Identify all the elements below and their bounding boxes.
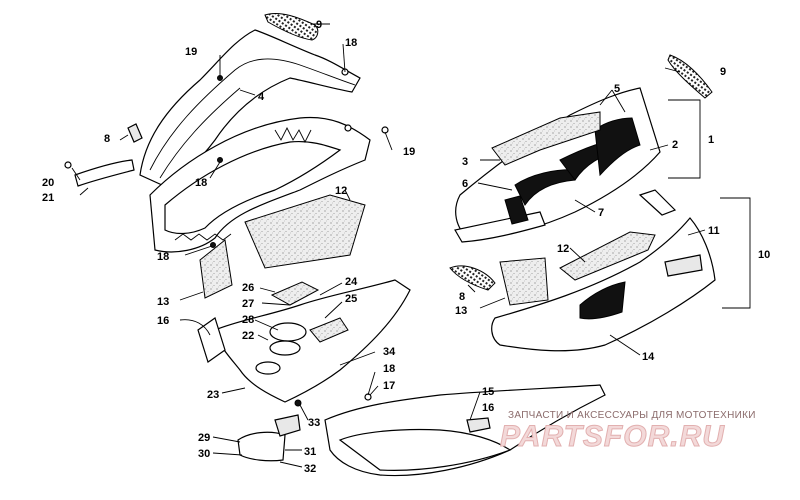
callout-12: 12 <box>335 185 347 197</box>
callout-30: 30 <box>198 448 210 460</box>
watermark-caption: ЗАПЧАСТИ И АКСЕССУАРЫ ДЛЯ МОТОТЕХНИКИ <box>508 410 756 421</box>
callout-31: 31 <box>304 446 316 458</box>
callout-4: 4 <box>258 91 265 103</box>
callout-26: 26 <box>242 282 254 294</box>
callout-20: 20 <box>42 177 54 189</box>
callout-6: 6 <box>462 178 468 190</box>
callout-13: 13 <box>455 305 467 317</box>
callout-18: 18 <box>345 37 357 49</box>
side-panel-assembly <box>454 54 713 243</box>
callout-25: 25 <box>345 293 357 305</box>
callout-32: 32 <box>304 463 316 475</box>
callout-12: 12 <box>557 243 569 255</box>
leader-lines <box>71 23 751 468</box>
callout-10: 10 <box>758 249 770 261</box>
callout-9: 9 <box>720 66 726 78</box>
callout-19: 19 <box>185 46 197 58</box>
callout-18: 18 <box>157 251 169 263</box>
callout-21: 21 <box>42 192 54 204</box>
vent-grille <box>264 12 319 41</box>
callout-17: 17 <box>383 380 395 392</box>
callouts: 9 18 19 4 8 19 18 20 21 12 18 13 16 9 5 … <box>42 19 770 475</box>
callout-2: 2 <box>672 139 678 151</box>
callout-28: 28 <box>242 314 254 326</box>
callout-27: 27 <box>242 298 254 310</box>
callout-22: 22 <box>242 330 254 342</box>
callout-9: 9 <box>316 19 322 31</box>
watermark-logo: PARTSFOR.RU <box>500 420 725 453</box>
callout-5: 5 <box>614 83 620 95</box>
belly-pan <box>324 384 606 477</box>
callout-18: 18 <box>383 363 395 375</box>
callout-7: 7 <box>598 207 604 219</box>
callout-33: 33 <box>308 417 320 429</box>
callout-16: 16 <box>157 315 169 327</box>
hood-assembly <box>64 12 389 299</box>
callout-15: 15 <box>482 386 494 398</box>
callout-8: 8 <box>459 291 465 303</box>
lower-side-panel-assembly <box>449 189 716 352</box>
airbox-assembly <box>197 279 411 462</box>
callout-3: 3 <box>462 156 468 168</box>
callout-18: 18 <box>195 177 207 189</box>
callout-16: 16 <box>482 402 494 414</box>
callout-24: 24 <box>345 276 358 288</box>
callout-11: 11 <box>708 225 720 237</box>
callout-1: 1 <box>708 134 714 146</box>
callout-8: 8 <box>104 133 110 145</box>
callout-19: 19 <box>403 146 415 158</box>
callout-29: 29 <box>198 432 210 444</box>
callout-23: 23 <box>207 389 219 401</box>
callout-14: 14 <box>642 351 655 363</box>
callout-13: 13 <box>157 296 169 308</box>
callout-34: 34 <box>383 346 396 358</box>
watermark: ЗАПЧАСТИ И АКСЕССУАРЫ ДЛЯ МОТОТЕХНИКИ PA… <box>500 410 756 454</box>
